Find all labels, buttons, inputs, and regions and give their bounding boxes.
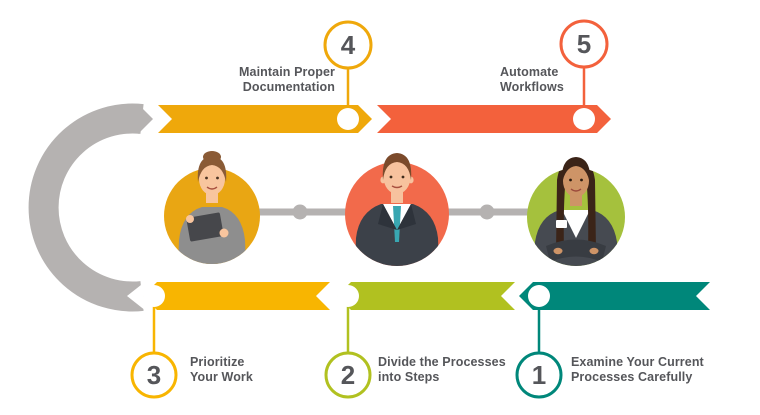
cycle-return-arrow-notch [127, 281, 146, 311]
avatar-connector-dot [479, 204, 495, 220]
step-5-number: 5 [577, 29, 591, 59]
step-5-label: Automate Workflows [500, 65, 564, 95]
step-2-number-ring [324, 351, 372, 399]
avatar-hair [561, 157, 591, 184]
avatar-hair-bun [203, 151, 221, 163]
step-3-number: 3 [147, 360, 161, 390]
step-5-marker-dot [573, 108, 595, 130]
step-5-label-line2: Workflows [500, 80, 564, 94]
cycle-return-arrow-arc [28, 103, 144, 312]
step-5-label-line1: Automate [500, 65, 559, 79]
step-1-arrow [519, 282, 710, 310]
avatar-face [383, 160, 411, 194]
step-3-number-circle: 3 [130, 351, 178, 399]
step-5-number-circle: 5 [559, 19, 609, 69]
avatar-name-badge [556, 220, 567, 228]
step-3-arrow [143, 282, 330, 310]
avatar-hair [197, 156, 227, 182]
step-1-label: Examine Your Current Processes Carefully [571, 355, 704, 385]
step-4-marker-dot [337, 108, 359, 130]
step-2-arrow [337, 282, 515, 310]
step-2-label: Divide the Processes into Steps [378, 355, 506, 385]
step-4-label: Maintain Proper Documentation [239, 65, 335, 95]
step-3-marker-dot [143, 285, 165, 307]
avatar-face [199, 163, 225, 195]
step-1-marker-dot [528, 285, 550, 307]
step-4-arrow [158, 105, 372, 133]
step-4-label-line2: Documentation [242, 80, 335, 94]
avatar-face [563, 165, 589, 197]
step-5-arrow [377, 105, 611, 133]
avatar-body [178, 207, 246, 264]
avatar-body [355, 204, 439, 266]
step-3-label-line2: Your Work [190, 370, 253, 384]
step-2-label-line2: into Steps [378, 370, 440, 384]
step-4-number-circle: 4 [323, 20, 373, 70]
avatar-woman-with-tablet [164, 151, 260, 264]
step-2-number-circle: 2 [324, 351, 372, 399]
step-2-marker-dot [337, 285, 359, 307]
step-4-label-line1: Maintain Proper [239, 65, 335, 79]
step-3-number-ring [130, 351, 178, 399]
step-4-number: 4 [341, 30, 356, 60]
step-4-number-ring [323, 20, 373, 70]
step-2-number: 2 [341, 360, 355, 390]
step-3-label-line1: Prioritize [190, 355, 245, 369]
step-1-number-circle: 1 [515, 351, 563, 399]
avatar-hair [382, 153, 412, 180]
step-1-label-line2: Processes Carefully [571, 370, 693, 384]
avatar-body [534, 168, 618, 266]
step-5-number-ring [559, 19, 609, 69]
cycle-return-arrow [28, 103, 153, 312]
cycle-return-arrow-tip [138, 104, 153, 134]
step-1-number: 1 [532, 360, 546, 390]
step-3-label: Prioritize Your Work [190, 355, 253, 385]
avatar-businessman [345, 153, 449, 266]
step-1-label-line1: Examine Your Current [571, 355, 704, 369]
avatar-woman-arms-crossed [527, 157, 625, 266]
avatar-connector-dot [292, 204, 308, 220]
step-2-label-line1: Divide the Processes [378, 355, 506, 369]
step-1-number-ring [515, 351, 563, 399]
